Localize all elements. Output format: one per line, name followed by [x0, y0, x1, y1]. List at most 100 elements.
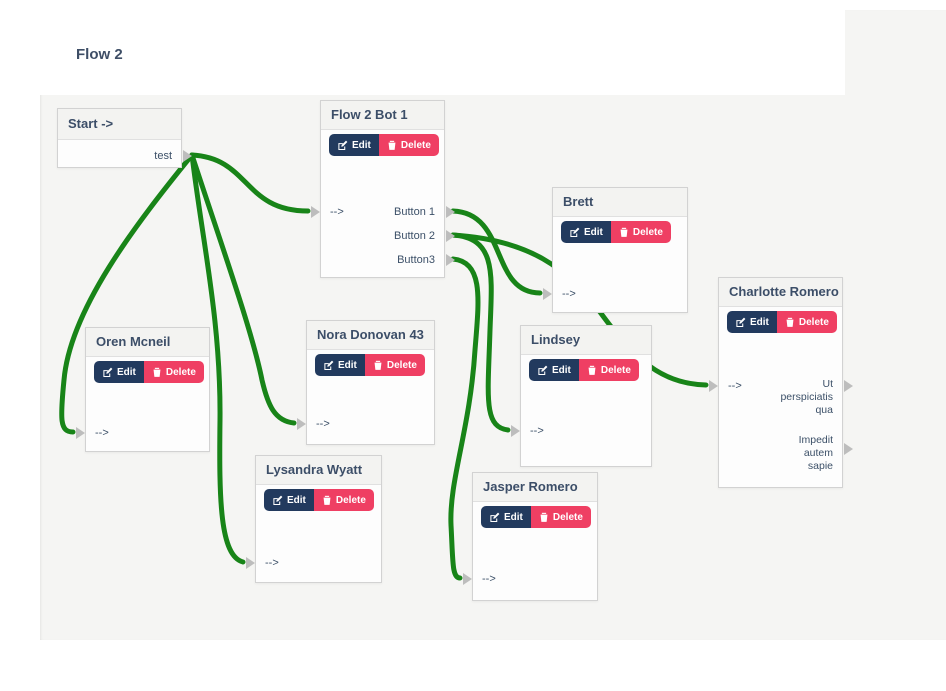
edit-button[interactable]: Edit: [94, 361, 144, 383]
header-card: Flow 2: [40, 10, 845, 95]
node-header: Flow 2 Bot 1: [321, 101, 444, 130]
edit-button[interactable]: Edit: [529, 359, 579, 381]
delete-button[interactable]: Delete: [143, 361, 204, 383]
delete-button[interactable]: Delete: [313, 489, 374, 511]
delete-button[interactable]: Delete: [776, 311, 837, 333]
connection-line-start.test-bot1.in[interactable]: [189, 152, 311, 214]
node-title: Lysandra Wyatt: [266, 462, 363, 477]
flow-node-lindsey[interactable]: Lindsey Edit Delete -->: [511, 325, 652, 467]
input-connector-icon[interactable]: [246, 557, 255, 569]
node-actions: Edit Delete: [315, 354, 425, 376]
output-port-label: test: [154, 150, 172, 162]
page-title: Flow 2: [76, 46, 123, 63]
edit-button-label: Edit: [338, 359, 357, 371]
edit-button[interactable]: Edit: [727, 311, 777, 333]
input-port-label: -->: [316, 418, 330, 430]
flow-node-nora[interactable]: Nora Donovan 43 Edit Delete -->: [297, 320, 435, 445]
input-connector-icon[interactable]: [511, 425, 520, 437]
node-title: Lindsey: [531, 332, 581, 347]
output-connector-icon[interactable]: [446, 254, 455, 266]
input-port-label: -->: [482, 573, 496, 585]
delete-icon: [540, 512, 548, 522]
edit-button[interactable]: Edit: [481, 506, 531, 528]
connection-line-start.test-oren.in[interactable]: [59, 152, 195, 435]
output-port-text-line: autem: [803, 447, 833, 459]
output-connector-icon[interactable]: [446, 230, 455, 242]
delete-button[interactable]: Delete: [378, 134, 439, 156]
delete-button-label: Delete: [400, 139, 431, 151]
flow-node-brett[interactable]: Brett Edit Delete -->: [543, 187, 688, 313]
input-port-label: -->: [265, 557, 279, 569]
input-connector-icon[interactable]: [297, 418, 306, 430]
delete-icon: [588, 365, 596, 375]
edit-button[interactable]: Edit: [561, 221, 611, 243]
delete-button[interactable]: Delete: [364, 354, 425, 376]
output-connector-icon[interactable]: [446, 206, 455, 218]
node-header: Nora Donovan 43: [307, 321, 434, 350]
edit-icon: [538, 365, 548, 375]
delete-icon: [323, 495, 331, 505]
edit-button[interactable]: Edit: [264, 489, 314, 511]
edit-button-label: Edit: [352, 139, 371, 151]
node-actions: Edit Delete: [329, 134, 439, 156]
node-header: Lindsey: [521, 326, 651, 355]
flow-node-jasper[interactable]: Jasper Romero Edit Delete -->: [463, 472, 598, 601]
connection-line-start.test-nora.in[interactable]: [189, 152, 297, 426]
node-header: Lysandra Wyatt: [256, 456, 381, 485]
delete-icon: [786, 317, 794, 327]
output-port-label: Button 1: [394, 206, 435, 218]
delete-button[interactable]: Delete: [578, 359, 639, 381]
input-connector-icon[interactable]: [543, 288, 552, 300]
flow-node-start[interactable]: Start -> test: [57, 108, 192, 168]
output-connector-icon[interactable]: [844, 380, 853, 392]
flow-node-oren[interactable]: Oren Mcneil Edit Delete -->: [76, 327, 210, 452]
delete-button-label: Delete: [632, 226, 663, 238]
edit-button-label: Edit: [552, 364, 571, 376]
output-port-text-line: sapie: [807, 460, 833, 472]
delete-button-label: Delete: [798, 316, 829, 328]
connection-line-bot1.button1-brett.in[interactable]: [450, 208, 543, 296]
output-port-text-line: qua: [815, 404, 833, 416]
node-title: Nora Donovan 43: [317, 327, 424, 342]
connection-line-bot1.button2-lindsey.in[interactable]: [450, 232, 511, 433]
connection-line-bot1.button3-jasper.in[interactable]: [448, 256, 481, 581]
delete-button[interactable]: Delete: [530, 506, 591, 528]
edit-icon: [324, 360, 334, 370]
edit-button-label: Edit: [750, 316, 769, 328]
output-connector-icon[interactable]: [844, 443, 853, 455]
output-port-label: Button 2: [394, 230, 435, 242]
node-actions: Edit Delete: [264, 489, 374, 511]
edit-button[interactable]: Edit: [329, 134, 379, 156]
output-connector-icon[interactable]: [183, 150, 192, 162]
node-header: Charlotte Romero: [719, 278, 842, 307]
node-title: Start ->: [68, 116, 114, 131]
input-connector-icon[interactable]: [709, 380, 718, 392]
node-title: Brett: [563, 194, 594, 209]
output-port-label: Button3: [397, 254, 435, 266]
node-header: Start ->: [58, 109, 181, 140]
edit-button-label: Edit: [584, 226, 603, 238]
node-title: Jasper Romero: [483, 479, 578, 494]
output-port-text-line: Impedit: [798, 434, 833, 446]
delete-button-label: Delete: [165, 366, 196, 378]
input-connector-icon[interactable]: [76, 427, 85, 439]
connection-line-start.test-lysandra.in[interactable]: [189, 152, 246, 565]
output-port-text-line: Ut: [822, 378, 834, 390]
node-actions: Edit Delete: [94, 361, 204, 383]
edit-button-label: Edit: [117, 366, 136, 378]
input-connector-icon[interactable]: [311, 206, 320, 218]
edit-button-label: Edit: [504, 511, 523, 523]
output-port-text-line: perspiciatis: [780, 391, 833, 403]
input-port-label: -->: [728, 380, 742, 392]
delete-icon: [153, 367, 161, 377]
flow-node-lysandra[interactable]: Lysandra Wyatt Edit Delete -->: [246, 455, 382, 583]
input-connector-icon[interactable]: [463, 573, 472, 585]
delete-button[interactable]: Delete: [610, 221, 671, 243]
node-title: Oren Mcneil: [96, 334, 171, 349]
node-header: Jasper Romero: [473, 473, 597, 502]
edit-button[interactable]: Edit: [315, 354, 365, 376]
edit-icon: [103, 367, 113, 377]
